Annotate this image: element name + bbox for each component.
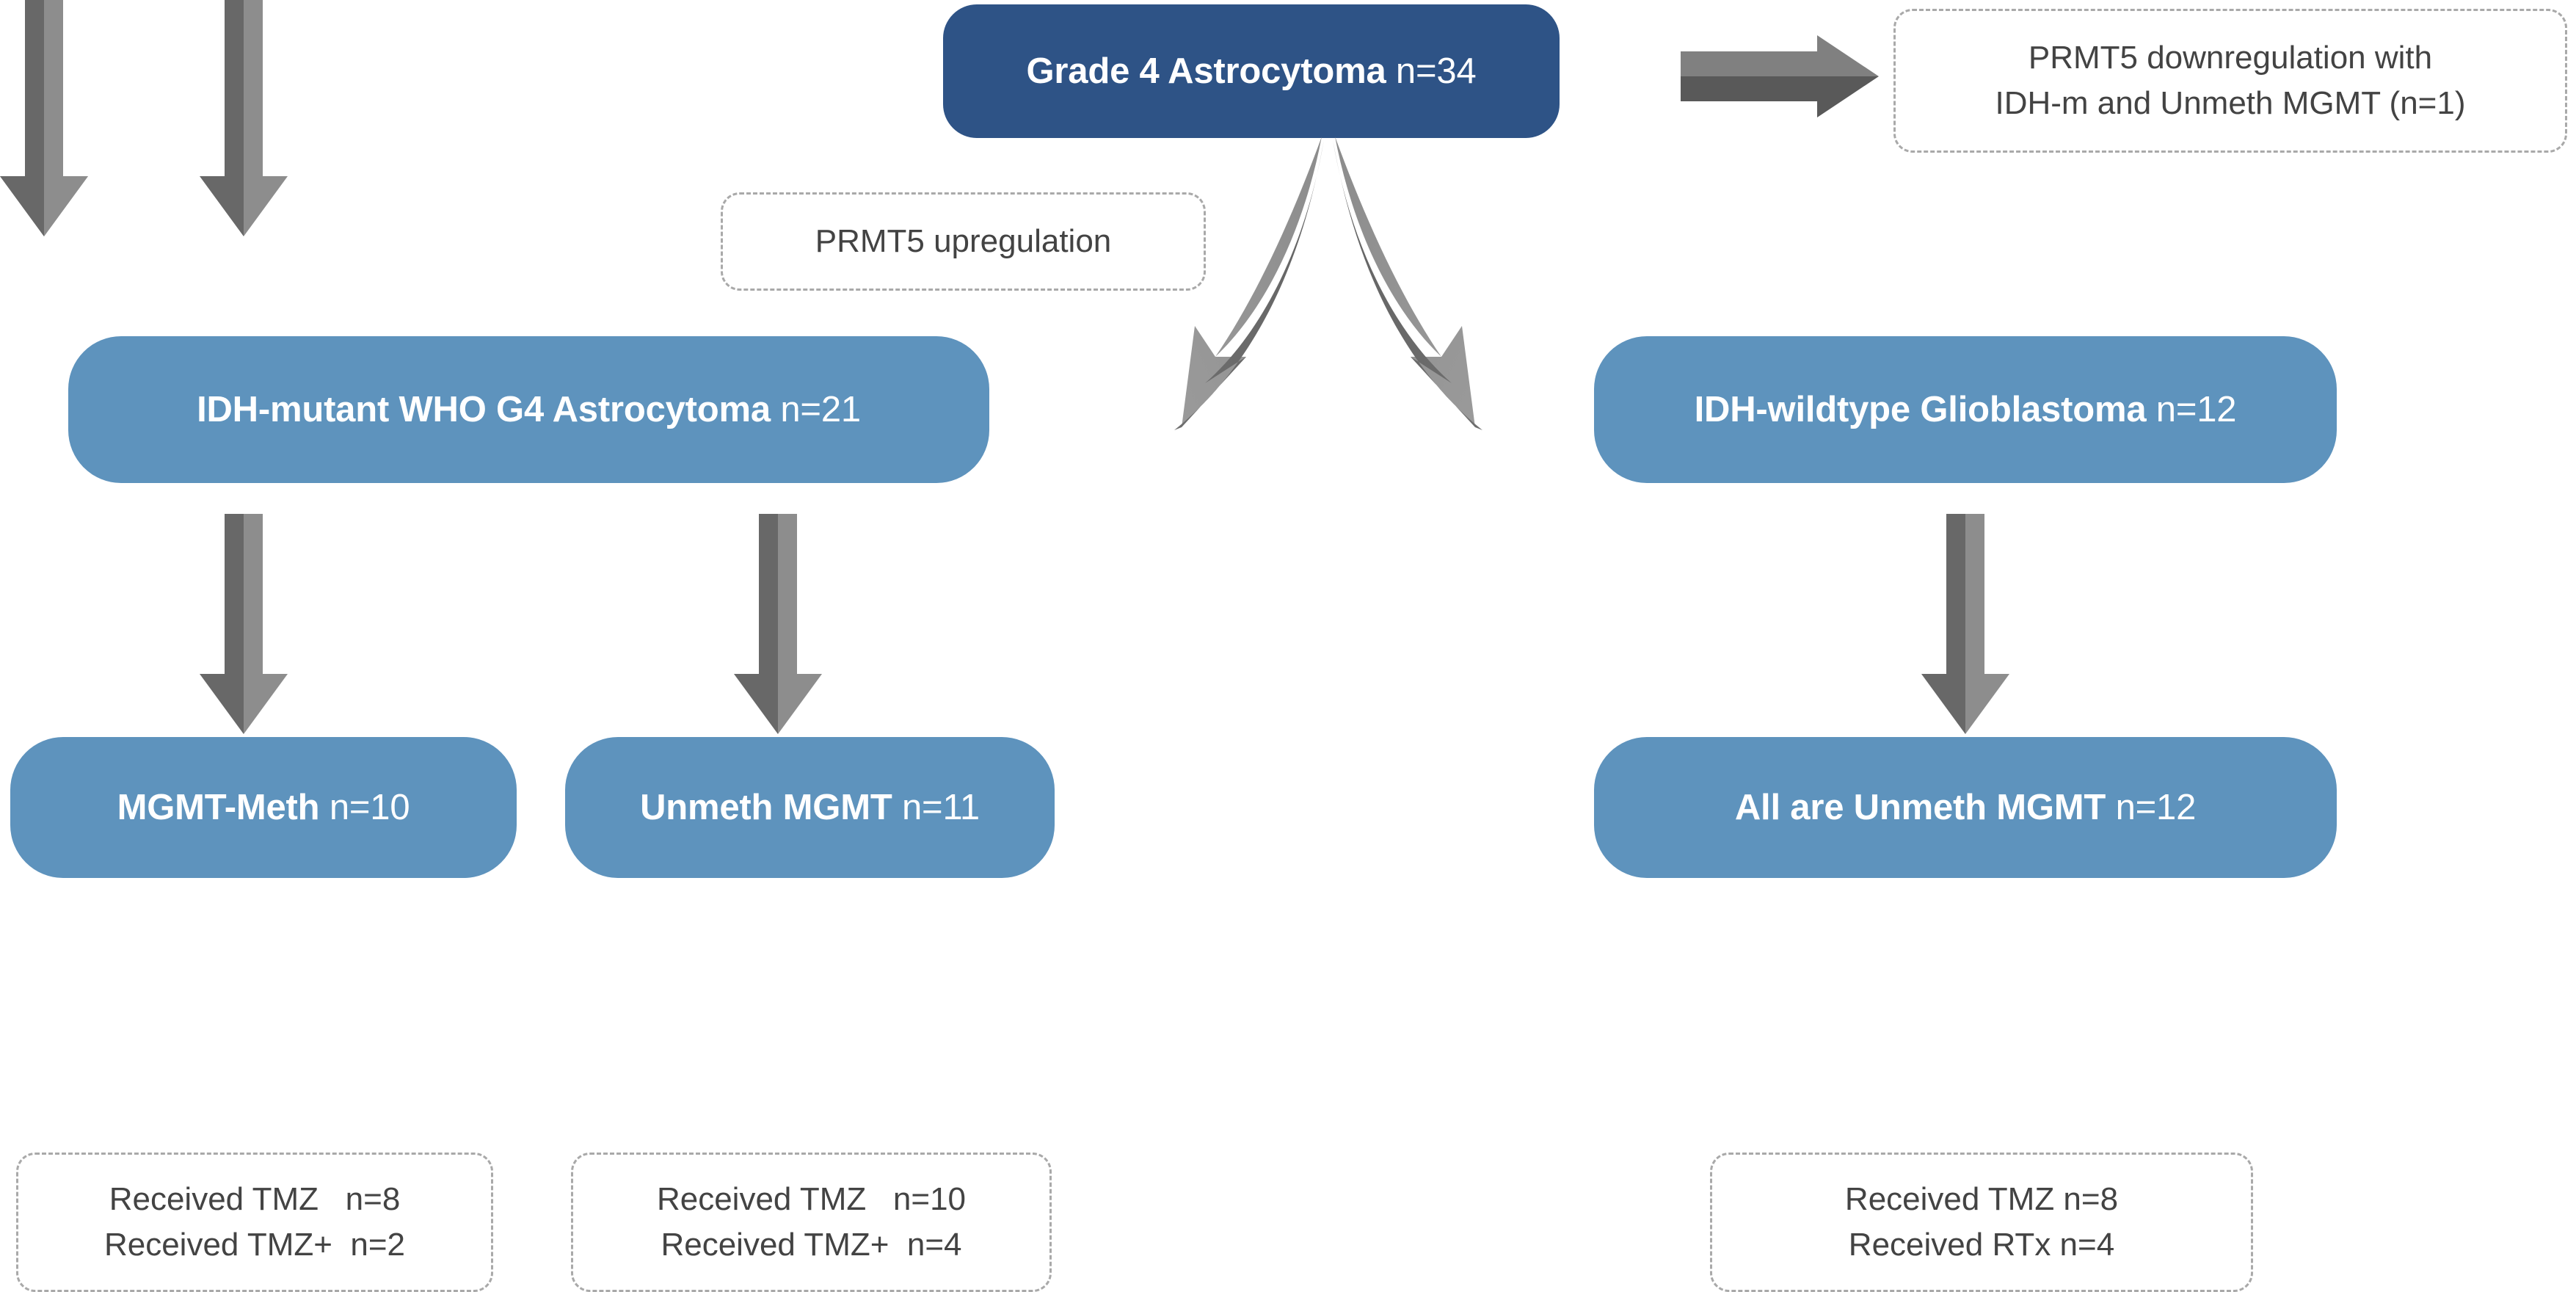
- note-line-2: Received TMZ+ n=2: [103, 1227, 406, 1263]
- node-all-are-unmeth-mgmt: All are Unmeth MGMT n=12: [1594, 737, 2337, 878]
- note-treatment-glioblastoma: Received TMZ n=8 Received RTx n=4: [1710, 1153, 2253, 1292]
- node-unmeth-mgmt: Unmeth MGMT n=11: [565, 737, 1055, 878]
- arrow-down-icon: [1921, 514, 2009, 734]
- note-line-1: Received TMZ n=10: [656, 1180, 967, 1217]
- note-line-1: PRMT5 downregulation with: [2028, 39, 2433, 76]
- node-count: n=21: [770, 389, 861, 429]
- note-line-2: Received TMZ+ n=4: [661, 1227, 962, 1263]
- note-prmt5-downregulation: PRMT5 downregulation with IDH-m and Unme…: [1893, 9, 2567, 153]
- note-line-1: PRMT5 upregulation: [815, 222, 1112, 259]
- node-count: n=34: [1386, 51, 1477, 91]
- node-label: IDH-mutant WHO G4 Astrocytoma: [197, 389, 771, 429]
- node-label: Unmeth MGMT: [640, 787, 892, 827]
- note-treatment-mgmt-meth: Received TMZ n=8 Received TMZ+ n=2: [16, 1153, 493, 1292]
- arrow-down-icon: [200, 514, 288, 734]
- node-label: All are Unmeth MGMT: [1734, 787, 2106, 827]
- arrow-right-icon: [1681, 35, 1879, 117]
- curved-split-arrow-icon: [1071, 137, 1585, 489]
- node-count: n=11: [892, 787, 980, 827]
- arrow-down-icon: [0, 0, 88, 236]
- node-grade-4-astrocytoma: Grade 4 Astrocytoma n=34: [943, 4, 1560, 138]
- node-label: MGMT-Meth: [117, 787, 320, 827]
- node-count: n=12: [2106, 787, 2197, 827]
- arrow-down-icon: [200, 0, 288, 236]
- note-line-2: Received RTx n=4: [1848, 1227, 2115, 1263]
- note-line-1: Received TMZ n=8: [109, 1180, 401, 1217]
- node-count: n=10: [319, 787, 410, 827]
- node-label: IDH-wildtype Glioblastoma: [1694, 389, 2147, 429]
- node-label: Grade 4 Astrocytoma: [1026, 51, 1386, 91]
- node-mgmt-meth: MGMT-Meth n=10: [10, 737, 517, 878]
- arrow-down-icon: [734, 514, 822, 734]
- note-treatment-unmeth-mgmt: Received TMZ n=10 Received TMZ+ n=4: [571, 1153, 1052, 1292]
- node-idh-wildtype-glioblastoma: IDH-wildtype Glioblastoma n=12: [1594, 336, 2337, 483]
- node-idh-mutant-who-g4-astrocytoma: IDH-mutant WHO G4 Astrocytoma n=21: [68, 336, 989, 483]
- note-line-1: Received TMZ n=8: [1844, 1180, 2119, 1217]
- note-prmt5-upregulation: PRMT5 upregulation: [721, 192, 1206, 291]
- note-line-2: IDH-m and Unmeth MGMT (n=1): [1995, 85, 2466, 121]
- node-count: n=12: [2146, 389, 2237, 429]
